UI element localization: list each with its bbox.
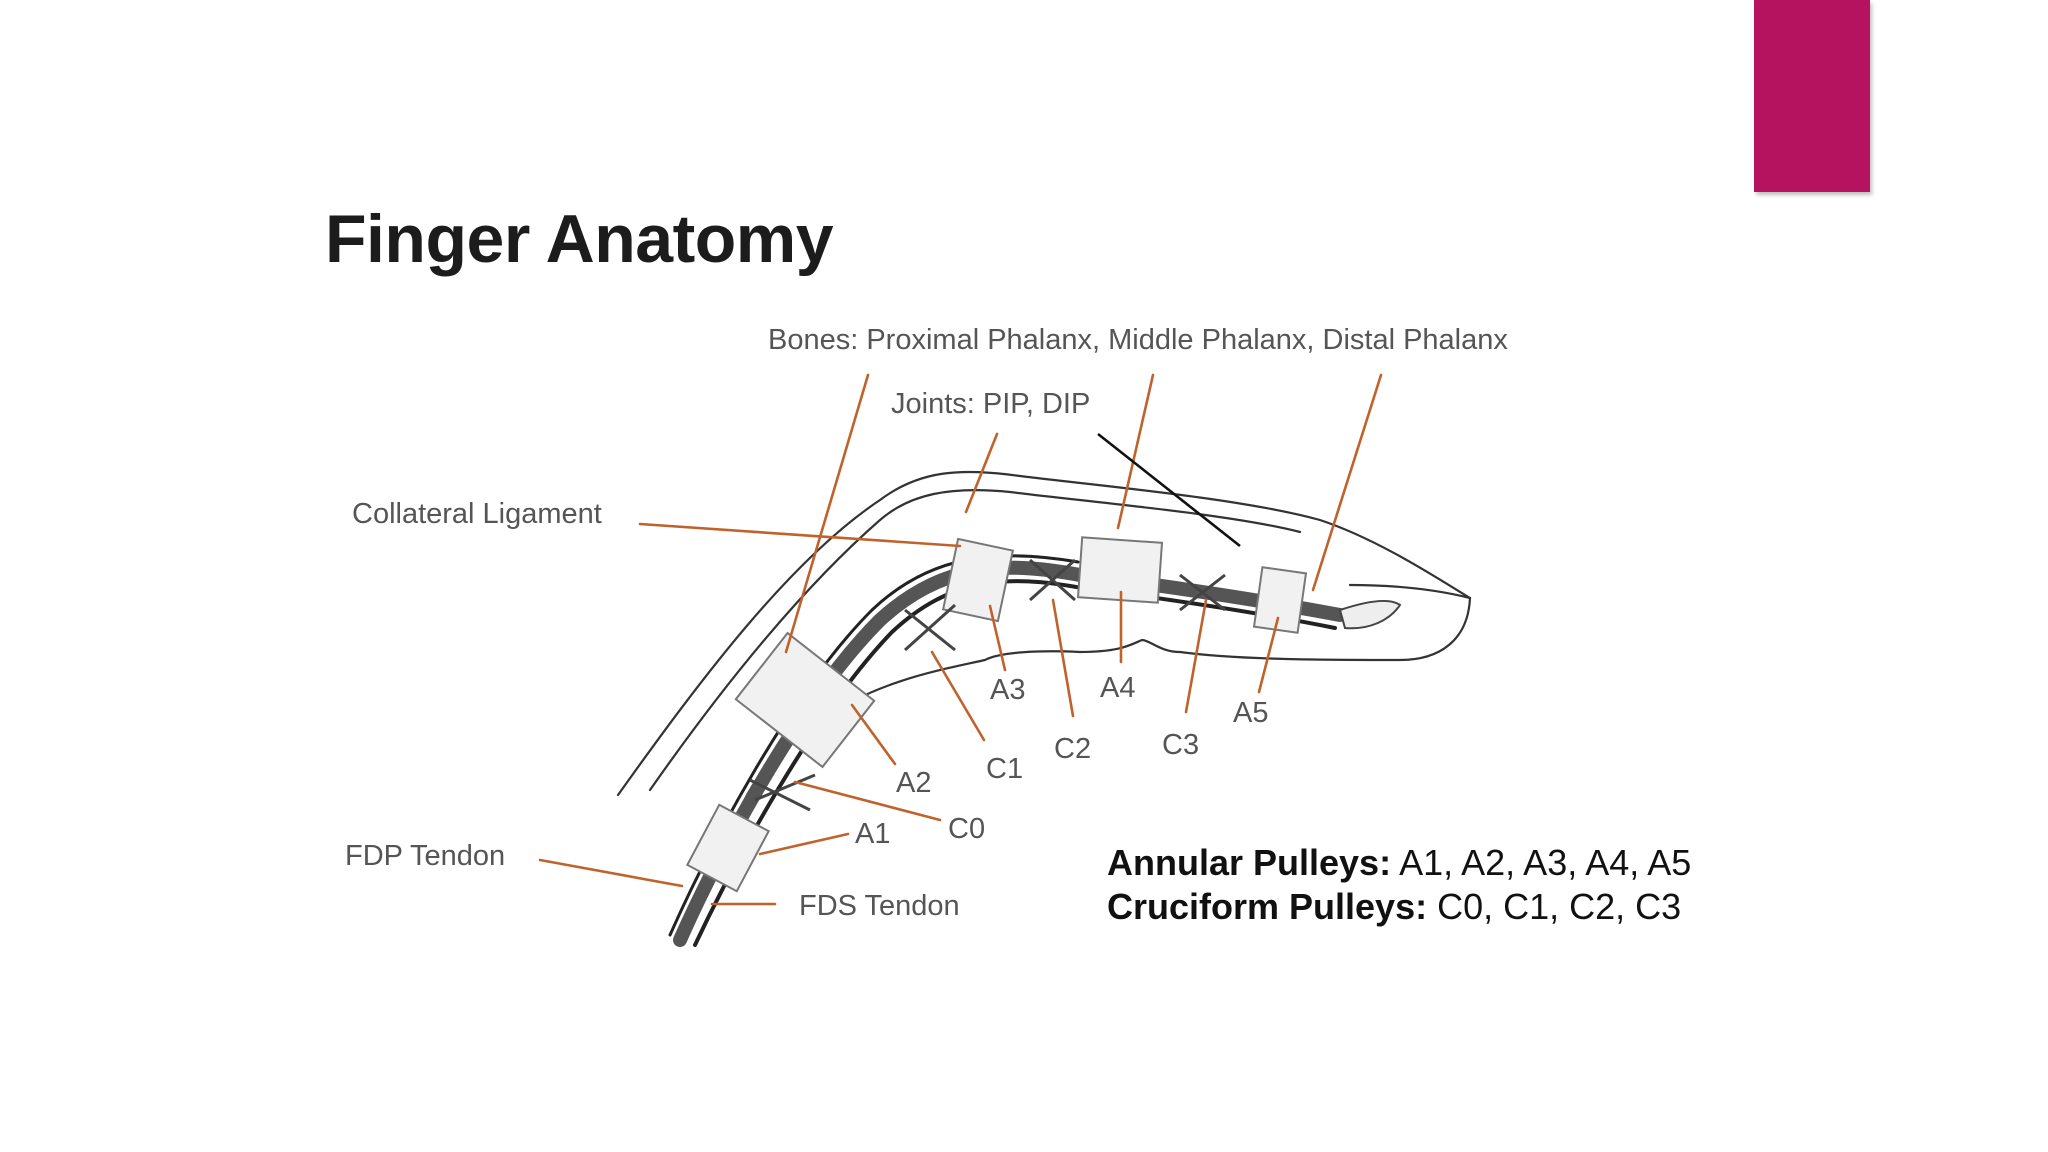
a1-band: [685, 803, 771, 893]
leader-a2: [850, 703, 897, 766]
distal-tip: [1338, 599, 1402, 630]
collateral-ligament-label: Collateral Ligament: [352, 498, 602, 530]
a3-band: [941, 537, 1015, 623]
a5-band: [1252, 566, 1308, 634]
leader-c0: [793, 780, 942, 822]
bones-label: Bones: Proximal Phalanx, Middle Phalanx,…: [768, 324, 1508, 356]
a3-label: A3: [990, 674, 1026, 706]
fdp-tendon-label: FDP Tendon: [345, 840, 506, 872]
leader-a3: [988, 604, 1007, 672]
annular-legend-label: Annular Pulleys:: [1107, 842, 1392, 883]
leader-c3: [1184, 598, 1208, 714]
leader-fdp: [538, 858, 684, 888]
leader-bones-3: [1311, 373, 1383, 592]
leader-collateral: [638, 522, 962, 548]
slide-title: Finger Anatomy: [325, 201, 834, 277]
annular-pulleys-legend: Annular Pulleys: A1, A2, A3, A4, A5: [1107, 842, 1691, 884]
fds-tendon-label: FDS Tendon: [799, 890, 960, 922]
annular-pulley-bands: [685, 536, 1308, 893]
leader-joints: [964, 432, 999, 514]
a5-label: A5: [1233, 697, 1269, 729]
a2-label: A2: [896, 767, 932, 799]
cruciform-pulley-crossings: [749, 558, 1226, 812]
cruciform-legend-label: Cruciform Pulleys:: [1107, 886, 1428, 927]
a4-band: [1076, 536, 1164, 604]
c1-label: C1: [986, 753, 1024, 785]
a1-label: A1: [855, 818, 891, 850]
leader-lines: [538, 373, 1383, 906]
leader-bones-1: [784, 373, 870, 654]
a4-label: A4: [1100, 672, 1136, 704]
cruciform-legend-values: C0, C1, C2, C3: [1437, 886, 1682, 927]
annular-legend-values: A1, A2, A3, A4, A5: [1399, 842, 1692, 883]
joints-label: Joints: PIP, DIP: [891, 388, 1091, 420]
accent-bar: [1754, 0, 1870, 192]
c0-label: C0: [948, 813, 986, 845]
leader-bones-2: [1116, 373, 1155, 530]
leader-c2: [1051, 598, 1075, 718]
leader-a1: [758, 832, 850, 856]
a2-band: [734, 631, 876, 769]
c3-label: C3: [1162, 729, 1200, 761]
leader-c1: [930, 650, 986, 742]
cruciform-pulleys-legend: Cruciform Pulleys: C0, C1, C2, C3: [1107, 886, 1681, 928]
leader-joints-dip: [1097, 432, 1241, 548]
leader-a5: [1257, 616, 1280, 694]
c2-label: C2: [1054, 733, 1092, 765]
